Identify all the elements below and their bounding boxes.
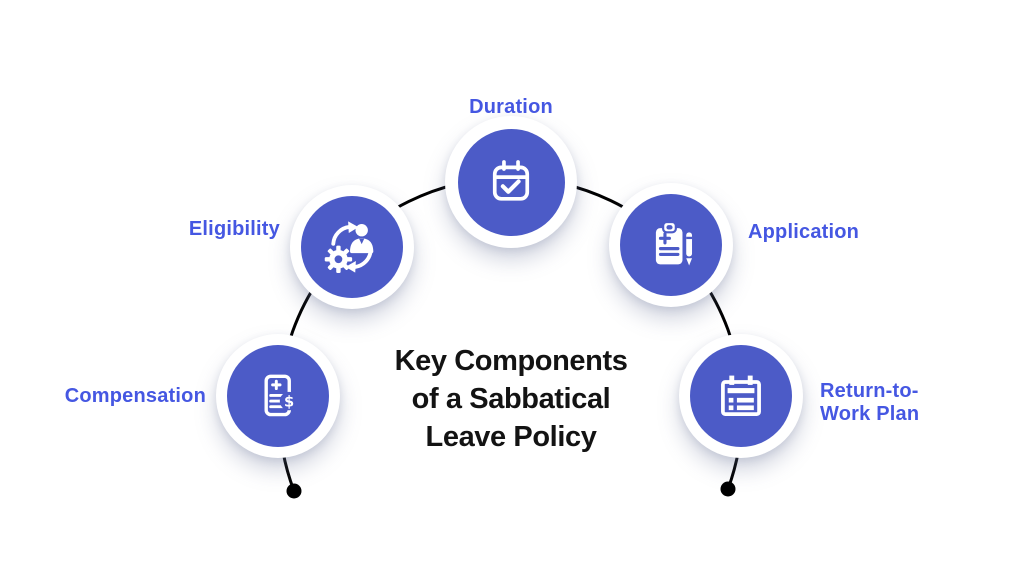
node-duration — [445, 116, 577, 248]
node-label-application: Application — [748, 221, 860, 243]
connector-endpoint-dot-left — [286, 483, 302, 499]
node-eligibility — [290, 185, 414, 309]
diagram-title: Key Components of a Sabbatical Leave Pol… — [366, 342, 656, 456]
clipboard-pencil-icon — [655, 220, 693, 266]
node-label-return-to-work: Return-to-Work Plan — [820, 380, 920, 425]
node-label-duration: Duration — [469, 96, 553, 118]
node-label-eligibility: Eligibility — [188, 218, 280, 240]
person-gear-cycle-icon — [324, 221, 374, 273]
diagram-title-line-1: Key Components — [394, 345, 628, 377]
person-head-glyph — [355, 224, 368, 237]
calendar-check-icon — [492, 160, 530, 201]
gear-glyph — [324, 245, 353, 273]
node-application — [609, 183, 733, 307]
node-label-compensation: Compensation — [64, 385, 206, 407]
node-compensation: $ — [216, 334, 340, 458]
node-return-to-work-circle — [690, 345, 792, 447]
node-compensation-circle: $ — [227, 345, 329, 447]
node-eligibility-circle — [301, 196, 403, 298]
calendar-agenda-icon — [721, 375, 761, 416]
connector-endpoint-dot-right — [720, 481, 736, 497]
node-application-circle — [620, 194, 722, 296]
invoice-dollar-icon: $ — [264, 374, 299, 417]
diagram-title-line-2: of a Sabbatical — [411, 383, 611, 415]
node-duration-circle — [457, 128, 565, 236]
person-body-glyph — [350, 238, 374, 254]
svg-text:$: $ — [284, 393, 294, 410]
diagram-title-line-3: Leave Policy — [425, 421, 597, 453]
node-return-to-work — [679, 334, 803, 458]
